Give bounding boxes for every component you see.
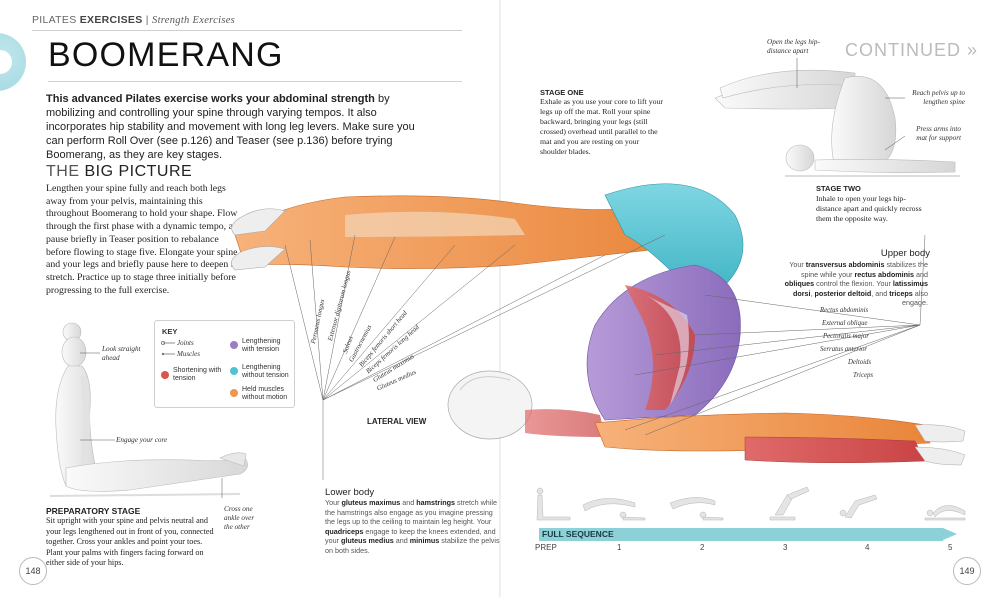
- note-open-legs: Open the legs hip-distance apart: [767, 38, 820, 55]
- ub-p3: and: [914, 269, 928, 279]
- lb-p2: and: [400, 498, 417, 507]
- section-tab-inner: [0, 50, 12, 74]
- header-subsection: EXERCISES: [79, 14, 143, 26]
- ub-b2: rectus abdominis: [854, 269, 914, 279]
- header-rule: [32, 30, 462, 31]
- prep-text: Sit upright with your spine and pelvis n…: [46, 516, 214, 568]
- header-section: PILATES: [32, 14, 77, 26]
- key-swatch-blue: [230, 367, 238, 375]
- sequence-tick-2: 2: [700, 543, 705, 552]
- ub-b6: triceps: [889, 288, 913, 298]
- big-picture-the: THE: [46, 163, 80, 180]
- header-category: Strength Exercises: [152, 15, 236, 26]
- note-core: Engage your core: [116, 436, 168, 444]
- key-swatch-red: [161, 371, 169, 379]
- lb-b2: hamstrings: [416, 498, 455, 507]
- ub-p6: , and: [871, 288, 890, 298]
- lb-p6: stabilize the pelvis on both sides.: [325, 536, 500, 555]
- stage-one-label: STAGE ONE: [540, 88, 584, 97]
- joint-muscle-symbols: [161, 341, 175, 356]
- prep-leader-lines: [80, 352, 223, 498]
- upper-body-text: Your transversus abdominis stabilizes th…: [780, 260, 928, 308]
- page-title: BOOMERANG: [48, 36, 284, 74]
- label-rectus-abdominis: Rectus abdominis: [820, 307, 869, 314]
- boomerang-anatomy-illustration: [231, 183, 966, 480]
- upper-body-title: Upper body: [880, 248, 930, 259]
- lateral-view-label: LATERAL VIEW: [367, 417, 427, 426]
- intro-paragraph: This advanced Pilates exercise works you…: [46, 92, 418, 162]
- label-deltoids: Deltoids: [848, 359, 872, 366]
- stage-two-label: STAGE TWO: [816, 184, 861, 193]
- ub-p1: Your: [789, 260, 806, 269]
- label-triceps: Triceps: [853, 372, 874, 379]
- sequence-tick-3: 3: [783, 543, 788, 552]
- ub-p7: also engage.: [902, 288, 928, 308]
- key-title: KEY: [162, 327, 178, 336]
- full-sequence-arrowhead: [943, 528, 957, 540]
- ub-b5: posterior deltoid: [814, 288, 872, 298]
- title-rule: [48, 81, 462, 82]
- page-number-right: 149: [953, 557, 981, 585]
- page-number-left: 148: [19, 557, 47, 585]
- ub-p4: control the flexion. Your: [814, 279, 893, 289]
- ub-p2: stabilizes the spine while your: [800, 260, 928, 279]
- key-label-3: Lengthening without tension: [242, 364, 289, 379]
- continued-label: CONTINUED »: [845, 40, 979, 60]
- key-muscles: Muscles: [177, 350, 200, 358]
- header-separator: |: [145, 14, 149, 26]
- lower-body-title: Lower body: [325, 487, 375, 498]
- key-label-2: Lengthening with tension: [242, 338, 281, 353]
- prep-figure-illustration: [49, 322, 248, 497]
- note-look: Look straight ahead: [102, 345, 141, 362]
- big-picture-text: Lengthen your spine fully and reach both…: [46, 183, 243, 296]
- note-ankle: Cross one ankle over the other: [224, 505, 255, 531]
- prep-label: PREPARATORY STAGE: [46, 506, 141, 516]
- stage-two-text: Inhale to open your legs hip-distance ap…: [816, 194, 922, 223]
- ub-b4: latissimus dorsi: [792, 279, 928, 298]
- running-header: PILATES EXERCISES | Strength Exercises: [32, 14, 235, 26]
- lb-p5: and: [393, 536, 410, 546]
- lb-b4: gluteus medius: [340, 536, 394, 546]
- full-sequence-thumbnails: [536, 486, 966, 521]
- label-external-oblique: External oblique: [822, 320, 868, 327]
- key-swatch-orange: [230, 389, 238, 397]
- intro-rest: by mobilizing and controlling your spine…: [46, 93, 415, 161]
- intro-bold: This advanced Pilates exercise works you…: [46, 93, 375, 105]
- big-picture-heading: THE BIG PICTURE: [46, 163, 192, 181]
- key-label-4: Held muscles without motion: [242, 386, 288, 401]
- sequence-tick-5: 5: [948, 543, 953, 552]
- lb-p4: engage to keep the knees extended, and y…: [325, 526, 496, 546]
- lb-b5: minimus: [409, 536, 440, 546]
- full-sequence-bar: [539, 528, 943, 541]
- note-reach-pelvis: Reach pelvis up to lengthen spine: [912, 89, 965, 106]
- note-press-arms: Press arms into mat for support: [916, 125, 961, 142]
- lb-b1: gluteus maximus: [341, 498, 401, 507]
- ub-b3: obliques: [784, 279, 815, 289]
- lb-p1: Your: [325, 498, 342, 507]
- sequence-tick-4: 4: [865, 543, 870, 552]
- key-legend: KEY Joints Muscles Shortening with tensi…: [154, 320, 295, 408]
- ub-b1: transversus abdominis: [805, 260, 885, 269]
- label-pectoralis-major: Pectoralis major: [823, 333, 869, 340]
- key-label-1: Shortening with tension: [173, 367, 222, 382]
- sequence-tick-1: 1: [617, 543, 622, 552]
- key-swatch-purple: [230, 341, 238, 349]
- lower-body-text: Your gluteus maximus and hamstrings stre…: [325, 498, 503, 556]
- page-spine: [499, 0, 501, 597]
- full-sequence-label: FULL SEQUENCE: [542, 529, 614, 539]
- stage-one-text: Exhale as you use your core to lift your…: [540, 97, 663, 156]
- key-joints: Joints: [177, 339, 194, 347]
- lb-p3: stretch while the hamstrings also engage…: [325, 498, 497, 527]
- big-picture-bold: BIG PICTURE: [84, 163, 193, 180]
- stage-two-illustration: [714, 58, 960, 177]
- lb-b3: quadriceps: [325, 526, 364, 536]
- ub-p5: ,: [810, 288, 815, 298]
- label-serratus-anterior: Serratus anterior: [820, 346, 868, 353]
- sequence-tick-prep: PREP: [535, 543, 557, 552]
